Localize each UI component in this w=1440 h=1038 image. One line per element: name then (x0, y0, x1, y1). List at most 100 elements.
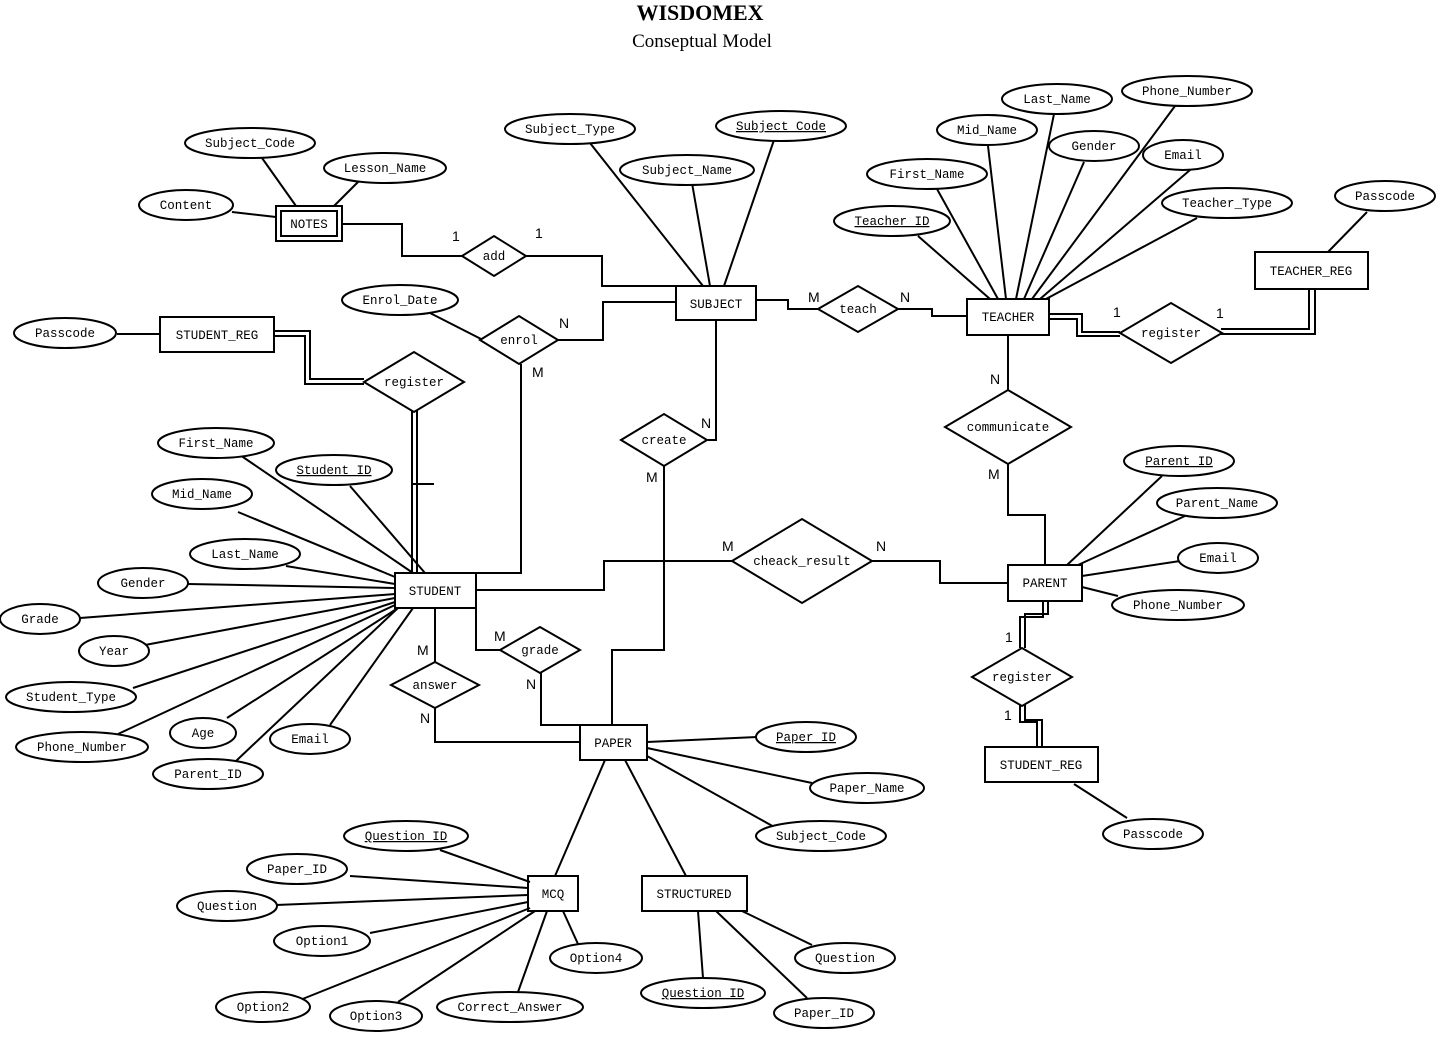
relationship-register-student: register (362, 350, 466, 414)
attribute-structured-paper-id: Paper_ID (773, 997, 875, 1029)
attribute-student-year-label: Year (99, 645, 129, 659)
entity-student: STUDENT (394, 572, 477, 609)
cardinality-label: 1 (535, 225, 543, 241)
attribute-subject-code-label: Subject_Code (736, 120, 826, 134)
cardinality-labels: 1 1 N M M N 1 1 N M N M M N M N M N 1 1 (417, 225, 1224, 726)
entity-subject: SUBJECT (675, 285, 757, 321)
entity-teacher: TEACHER (966, 298, 1050, 336)
attribute-paper-subject-code: Subject_Code (755, 820, 887, 852)
attribute-teacher-email: Email (1142, 139, 1224, 171)
entity-mcq: MCQ (527, 875, 579, 912)
attribute-mcq-option1: Option1 (273, 925, 371, 957)
attribute-student-reg-passcode: Passcode (13, 317, 117, 349)
entity-mcq-label: MCQ (542, 888, 565, 902)
relationship-cheack-result: cheack_result (730, 517, 874, 605)
attribute-mcq-paper-id-label: Paper_ID (267, 863, 327, 877)
cardinality-label: M (646, 469, 658, 485)
entity-paper-label: PAPER (594, 737, 632, 751)
relationship-register-teacher: register (1118, 301, 1224, 365)
attribute-structured-question-label: Question (815, 952, 875, 966)
attribute-mcq-option3-label: Option3 (350, 1010, 403, 1024)
attribute-enrol-date-label: Enrol_Date (362, 294, 437, 308)
attribute-notes-lesson-name-label: Lesson_Name (344, 162, 427, 176)
attribute-teacher-id: Teacher_ID (833, 205, 951, 237)
entity-student-reg-bottom-label: STUDENT_REG (1000, 759, 1083, 773)
relationship-enrol-label: enrol (500, 334, 538, 348)
relationship-register-parent-label: register (992, 671, 1052, 685)
attribute-parent-email: Email (1177, 542, 1259, 574)
relationship-create: create (619, 412, 709, 468)
attribute-paper-subject-code-label: Subject_Code (776, 830, 866, 844)
entities: NOTES SUBJECT TEACHER TEACHER_REG STUDEN… (159, 205, 1369, 912)
entity-structured: STRUCTURED (641, 875, 748, 912)
entity-structured-label: STRUCTURED (656, 888, 731, 902)
diagram-title: WISDOMEX (636, 0, 764, 25)
relationship-teach: teach (815, 284, 901, 334)
attribute-mcq-paper-id: Paper_ID (246, 853, 348, 885)
entity-paper: PAPER (579, 724, 648, 761)
attribute-teacher-email-label: Email (1164, 149, 1202, 163)
attribute-mcq-question-label: Question (197, 900, 257, 914)
cardinality-label: M (808, 289, 820, 305)
entity-teacher-reg-label: TEACHER_REG (1270, 265, 1353, 279)
attribute-teacher-last-name-label: Last_Name (1023, 93, 1091, 107)
attribute-teacher-id-label: Teacher_ID (854, 215, 929, 229)
attribute-student-email-label: Email (291, 733, 329, 747)
entity-subject-label: SUBJECT (690, 298, 743, 312)
attribute-parent-phone: Phone_Number (1111, 589, 1245, 621)
attribute-structured-question-id-label: Question_ID (662, 987, 745, 1001)
cardinality-label: M (988, 466, 1000, 482)
relationship-add: add (460, 234, 528, 278)
attribute-paper-id: Paper_ID (755, 721, 857, 753)
cardinality-label: N (559, 315, 569, 331)
cardinality-label: M (417, 642, 429, 658)
attribute-subject-code: Subject_Code (715, 110, 847, 142)
entity-teacher-reg: TEACHER_REG (1254, 251, 1369, 290)
attribute-parent-reg-passcode-label: Passcode (1123, 828, 1183, 842)
attribute-parent-reg-passcode: Passcode (1102, 818, 1204, 850)
cardinality-label: M (494, 628, 506, 644)
entity-student-label: STUDENT (409, 585, 462, 599)
entity-notes-label: NOTES (290, 218, 328, 232)
relationship-communicate-label: communicate (967, 421, 1050, 435)
attribute-teacher-type-label: Teacher_Type (1182, 197, 1272, 211)
cardinality-label: 1 (1216, 305, 1224, 321)
attribute-student-phone: Phone_Number (15, 731, 149, 763)
attribute-notes-content: Content (138, 189, 234, 221)
cardinality-label: 1 (452, 228, 460, 244)
relationship-add-label: add (483, 250, 506, 264)
attribute-subject-name-label: Subject_Name (642, 164, 732, 178)
connectors (79, 105, 1368, 1003)
attribute-student-type: Student_Type (5, 681, 137, 713)
attribute-student-type-label: Student_Type (26, 691, 116, 705)
attribute-parent-name-label: Parent_Name (1176, 497, 1259, 511)
relationship-register-teacher-label: register (1141, 327, 1201, 341)
cardinality-label: N (526, 676, 536, 692)
attribute-mcq-question: Question (176, 890, 278, 922)
cardinality-label: 1 (1113, 304, 1121, 320)
cardinality-label: N (420, 710, 430, 726)
attribute-student-age: Age (169, 717, 237, 749)
attribute-mcq-question-id: Question_ID (343, 820, 469, 852)
attribute-student-first-name-label: First_Name (178, 437, 253, 451)
attribute-parent-email-label: Email (1199, 552, 1237, 566)
relationship-answer-label: answer (412, 679, 457, 693)
attribute-student-id: Student_ID (275, 454, 393, 486)
entity-student-reg-top: STUDENT_REG (159, 316, 275, 353)
attribute-notes-subject-code: Subject_Code (184, 127, 316, 159)
relationship-enrol: enrol (478, 314, 560, 366)
attribute-teacher-phone: Phone_Number (1121, 75, 1253, 107)
attribute-teacher-gender: Gender (1048, 130, 1140, 162)
attribute-teacher-first-name: First_Name (866, 158, 988, 190)
attribute-student-last-name-label: Last_Name (211, 548, 279, 562)
attribute-student-parent-id-label: Parent_ID (174, 768, 242, 782)
attribute-student-parent-id: Parent_ID (152, 758, 264, 790)
cardinality-label: N (990, 371, 1000, 387)
attribute-parent-id: Parent_ID (1123, 445, 1235, 477)
entity-notes: NOTES (275, 205, 343, 242)
relationship-cheack-result-label: cheack_result (753, 555, 851, 569)
attribute-mcq-option2-label: Option2 (237, 1001, 290, 1015)
attribute-teacher-reg-passcode: Passcode (1334, 180, 1436, 212)
entity-teacher-label: TEACHER (982, 311, 1035, 325)
